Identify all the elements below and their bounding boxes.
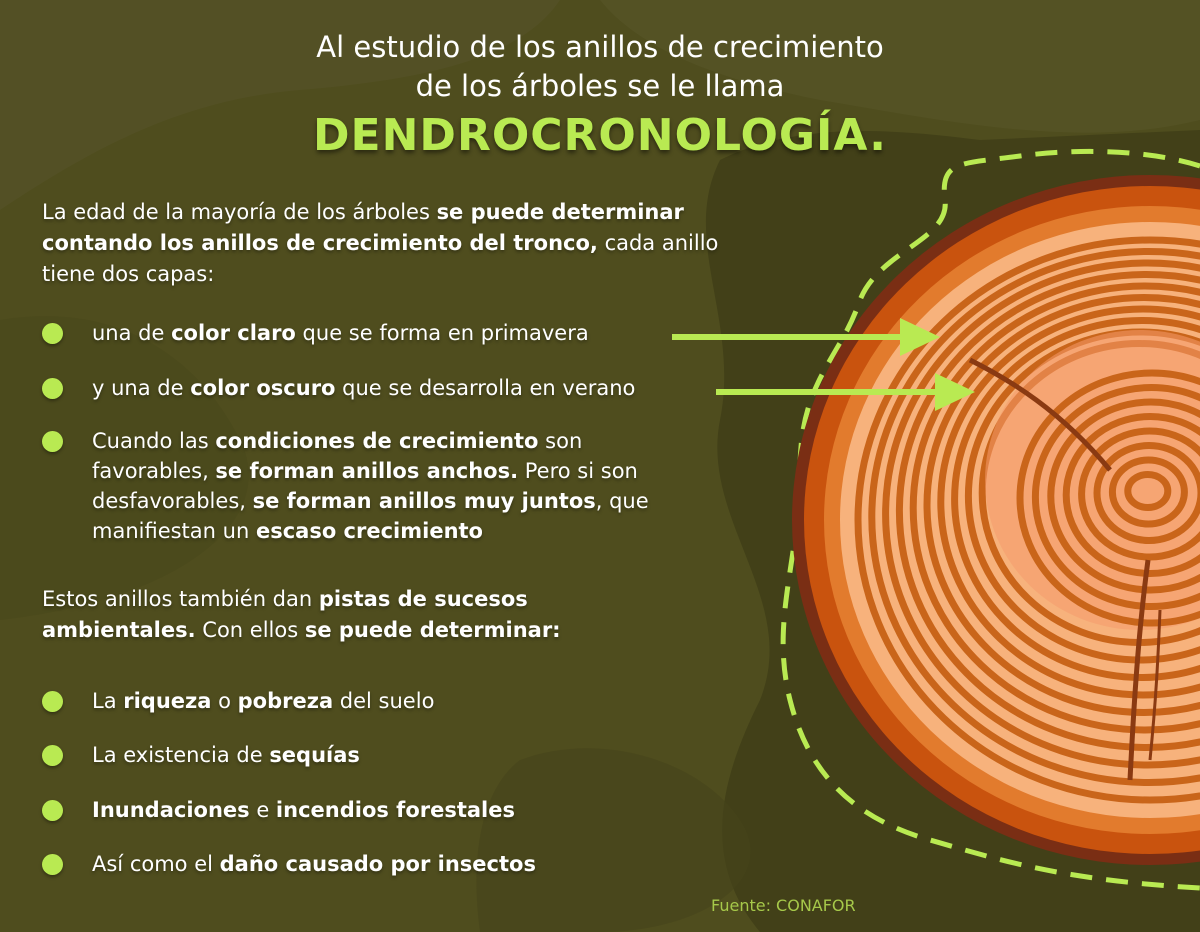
bullet-dot-icon — [42, 745, 63, 766]
bullet-dot-icon — [42, 691, 63, 712]
growth-ring — [937, 305, 1200, 699]
growth-rings — [854, 236, 1200, 804]
arrow-right-icon — [716, 373, 975, 411]
list-item-dark-layer: y una de color oscuro que se desarrolla … — [42, 373, 635, 403]
heading-line-1: Al estudio de los anillos de crecimiento — [316, 30, 884, 64]
list-item-soil: La riqueza o pobreza del suelo — [42, 686, 434, 716]
list-item-conditions: Cuando las condiciones de crecimiento so… — [42, 426, 649, 546]
growth-ring — [909, 282, 1200, 734]
growth-ring — [1078, 427, 1200, 561]
bullet-dot-icon — [42, 800, 63, 821]
growth-ring — [1108, 456, 1188, 528]
heading-line-2: de los árboles se le llama — [415, 69, 785, 103]
source-credit: Fuente: CONAFOR — [711, 896, 856, 915]
dashed-outline — [780, 148, 1200, 891]
arrow-right-icon — [672, 318, 940, 356]
growth-ring — [1016, 369, 1200, 627]
growth-ring — [882, 259, 1200, 769]
list-item-floods-fires: Inundaciones e incendios forestales — [42, 795, 515, 825]
bullet-dot-icon — [42, 323, 63, 344]
growth-ring — [951, 317, 1200, 681]
growth-ring — [1093, 442, 1200, 544]
list-item-light-layer: una de color claro que se forma en prima… — [42, 318, 589, 348]
growth-ring — [1031, 384, 1200, 610]
heading-term: DENDROCRONOLOGÍA. — [313, 110, 887, 161]
growth-ring — [1124, 471, 1172, 511]
clues-paragraph: Estos anillos también dan pistas de suce… — [42, 587, 561, 642]
bullet-dot-icon — [42, 378, 63, 399]
intro-paragraph: La edad de la mayoría de los árboles se … — [42, 200, 719, 286]
list-item-droughts: La existencia de sequías — [42, 740, 360, 770]
growth-ring — [895, 271, 1200, 751]
growth-ring — [1047, 398, 1200, 594]
growth-ring — [923, 294, 1200, 716]
bullet-dot-icon — [42, 854, 63, 875]
bullet-dot-icon — [42, 431, 63, 452]
growth-ring — [1062, 413, 1200, 577]
list-item-insects: Así como el daño causado por insectos — [42, 849, 536, 879]
growth-ring — [854, 236, 1200, 804]
growth-ring — [868, 248, 1200, 786]
inner-rings — [1016, 369, 1200, 627]
heading: Al estudio de los anillos de crecimiento… — [200, 28, 1000, 161]
